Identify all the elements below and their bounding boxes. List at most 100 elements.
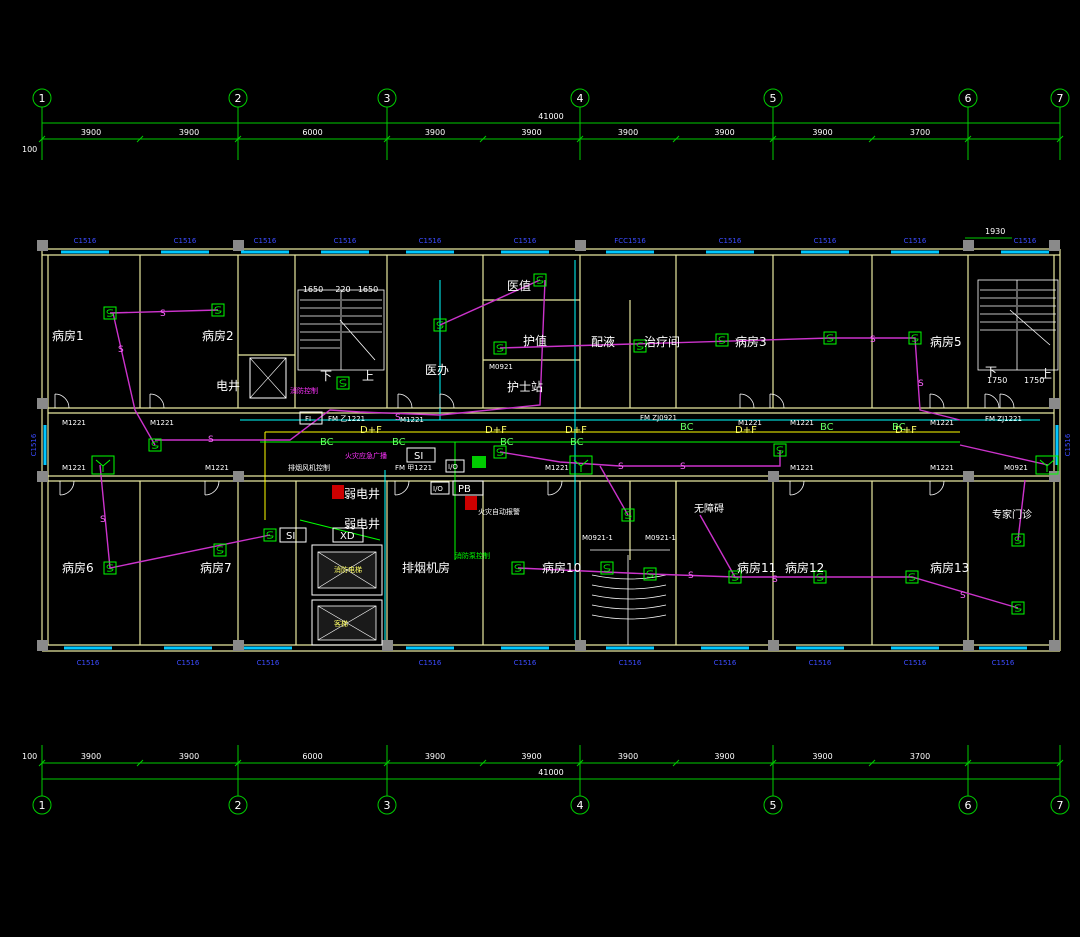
room-ward-7: 病房7	[200, 560, 232, 575]
door-swing	[999, 393, 1015, 409]
dim-tick	[234, 135, 242, 143]
wire-label-s-6: S	[680, 462, 686, 472]
smoke-detector	[1011, 601, 1025, 615]
room-doctor-office: 医办	[425, 362, 449, 377]
axis-bubble-2	[228, 88, 248, 108]
window-label-bottom: C1516	[177, 659, 200, 667]
column	[233, 640, 244, 651]
bay-dimension-5: 3900	[521, 128, 541, 137]
smoke-detector	[336, 376, 350, 390]
wire-label-s-12: S	[772, 575, 778, 585]
smoke-detector	[823, 331, 837, 345]
wire-labels: D+F D+F D+F D+F D+F BC BC BC BC BC BC BC…	[100, 309, 966, 601]
wire-label-s-9: S	[960, 591, 966, 601]
smoke-detector	[633, 339, 647, 353]
dim-tick	[1056, 135, 1064, 143]
axis-bubble-4	[570, 795, 590, 815]
door-swing	[769, 393, 785, 409]
walls	[41, 248, 1061, 652]
door-m0921-1a: M0921-1	[582, 534, 613, 542]
door-m1221-4: M1221	[738, 419, 762, 427]
door-m1221-3: M1221	[400, 416, 424, 424]
dim-tick	[1056, 759, 1064, 767]
smoke-detector	[211, 303, 225, 317]
room-ward-10: 病房10	[542, 560, 581, 575]
bay-dimension-4: 3900	[425, 752, 445, 761]
room-ward-3: 病房3	[735, 334, 767, 349]
column	[575, 640, 586, 651]
axis-bubble-3	[377, 795, 397, 815]
equipment-io-1: I/O	[433, 485, 443, 493]
equipment: SI SI XD PB FI I/O I/O	[279, 411, 486, 543]
axis-bubble-5	[763, 795, 783, 815]
dim-tick	[769, 135, 777, 143]
bay-dimension-7: 3900	[714, 752, 734, 761]
window-label-bottom: C1516	[77, 659, 100, 667]
column	[963, 471, 974, 482]
dim-tick	[38, 135, 46, 143]
stair-left	[297, 289, 385, 371]
dim-tick	[576, 135, 584, 143]
wire-label-s-11: S	[618, 462, 624, 472]
axis-label-5: 5	[770, 92, 777, 105]
smoke-detector	[1011, 533, 1025, 547]
window-label-top: C1516	[814, 237, 837, 245]
column	[963, 240, 974, 251]
door-m0921-2: M0921	[1004, 464, 1028, 472]
window-label-bottom: C1516	[257, 659, 280, 667]
axis-label-1: 1	[39, 92, 46, 105]
smoke-detector	[511, 561, 525, 575]
door-m1221-10: M1221	[790, 464, 814, 472]
magenta-notes: 消防控制 火灾应急广播 排烟风机控制 火灾自动报警 消防泵控制	[288, 386, 520, 560]
dim-tick	[383, 759, 391, 767]
wire-label-s-4: S	[395, 413, 401, 423]
column	[1049, 398, 1060, 409]
column	[233, 240, 244, 251]
smoke-detector	[773, 443, 787, 457]
bay-dimension-8: 3900	[812, 128, 832, 137]
dim-tick	[234, 759, 242, 767]
axis-bubble-5	[763, 88, 783, 108]
smoke-detector	[148, 438, 162, 452]
smoke-detector	[493, 341, 507, 355]
dim-tick	[576, 759, 584, 767]
offset-dimension-top: 100	[22, 145, 37, 154]
door-m1221-1: M1221	[62, 419, 86, 427]
door-fm-b1221: FM 甲1221	[395, 464, 432, 472]
dim-tick	[38, 759, 46, 767]
dim-tick	[868, 759, 876, 767]
dim-tick	[672, 135, 680, 143]
door-swings	[54, 393, 1015, 496]
overall-dimension-top: 41000	[538, 112, 563, 121]
door-swing	[149, 393, 165, 409]
wire-label-bc-6: BC	[820, 422, 834, 433]
wire-label-df-1: D+F	[360, 425, 382, 436]
bay-dimension-6: 3900	[618, 128, 638, 137]
note-smoke-valve: 排烟风机控制	[288, 463, 330, 472]
smoke-detector	[905, 570, 919, 584]
bay-dimension-6: 3900	[618, 752, 638, 761]
equipment-pb: PB	[458, 484, 471, 495]
door-fm-zj0921: FM ZJ0921	[640, 414, 677, 422]
note-fire-ctrl: 消防控制	[290, 386, 318, 395]
axis-bubble-7	[1050, 795, 1070, 815]
dim-tick	[136, 135, 144, 143]
bay-dimension-2: 3900	[179, 128, 199, 137]
stair-up-left: 上	[362, 369, 374, 383]
wire-label-s-5: S	[870, 335, 876, 345]
wire-label-df-2: D+F	[485, 425, 507, 436]
axis-label-7: 7	[1057, 799, 1064, 812]
window-label-top: C1516	[419, 237, 442, 245]
bay-dimension-2: 3900	[179, 752, 199, 761]
axis-bubble-6	[958, 88, 978, 108]
window-label-top: C1516	[514, 237, 537, 245]
room-elec-shaft-top: 电井	[216, 379, 240, 393]
window-label-bottom: C1516	[904, 659, 927, 667]
axis-label-3: 3	[384, 799, 391, 812]
bay-dimension-1: 3900	[81, 128, 101, 137]
room-nurse-duty: 护值	[523, 333, 547, 348]
dim-tick	[136, 759, 144, 767]
wire-label-bc-5: BC	[680, 422, 694, 433]
column	[768, 471, 779, 482]
